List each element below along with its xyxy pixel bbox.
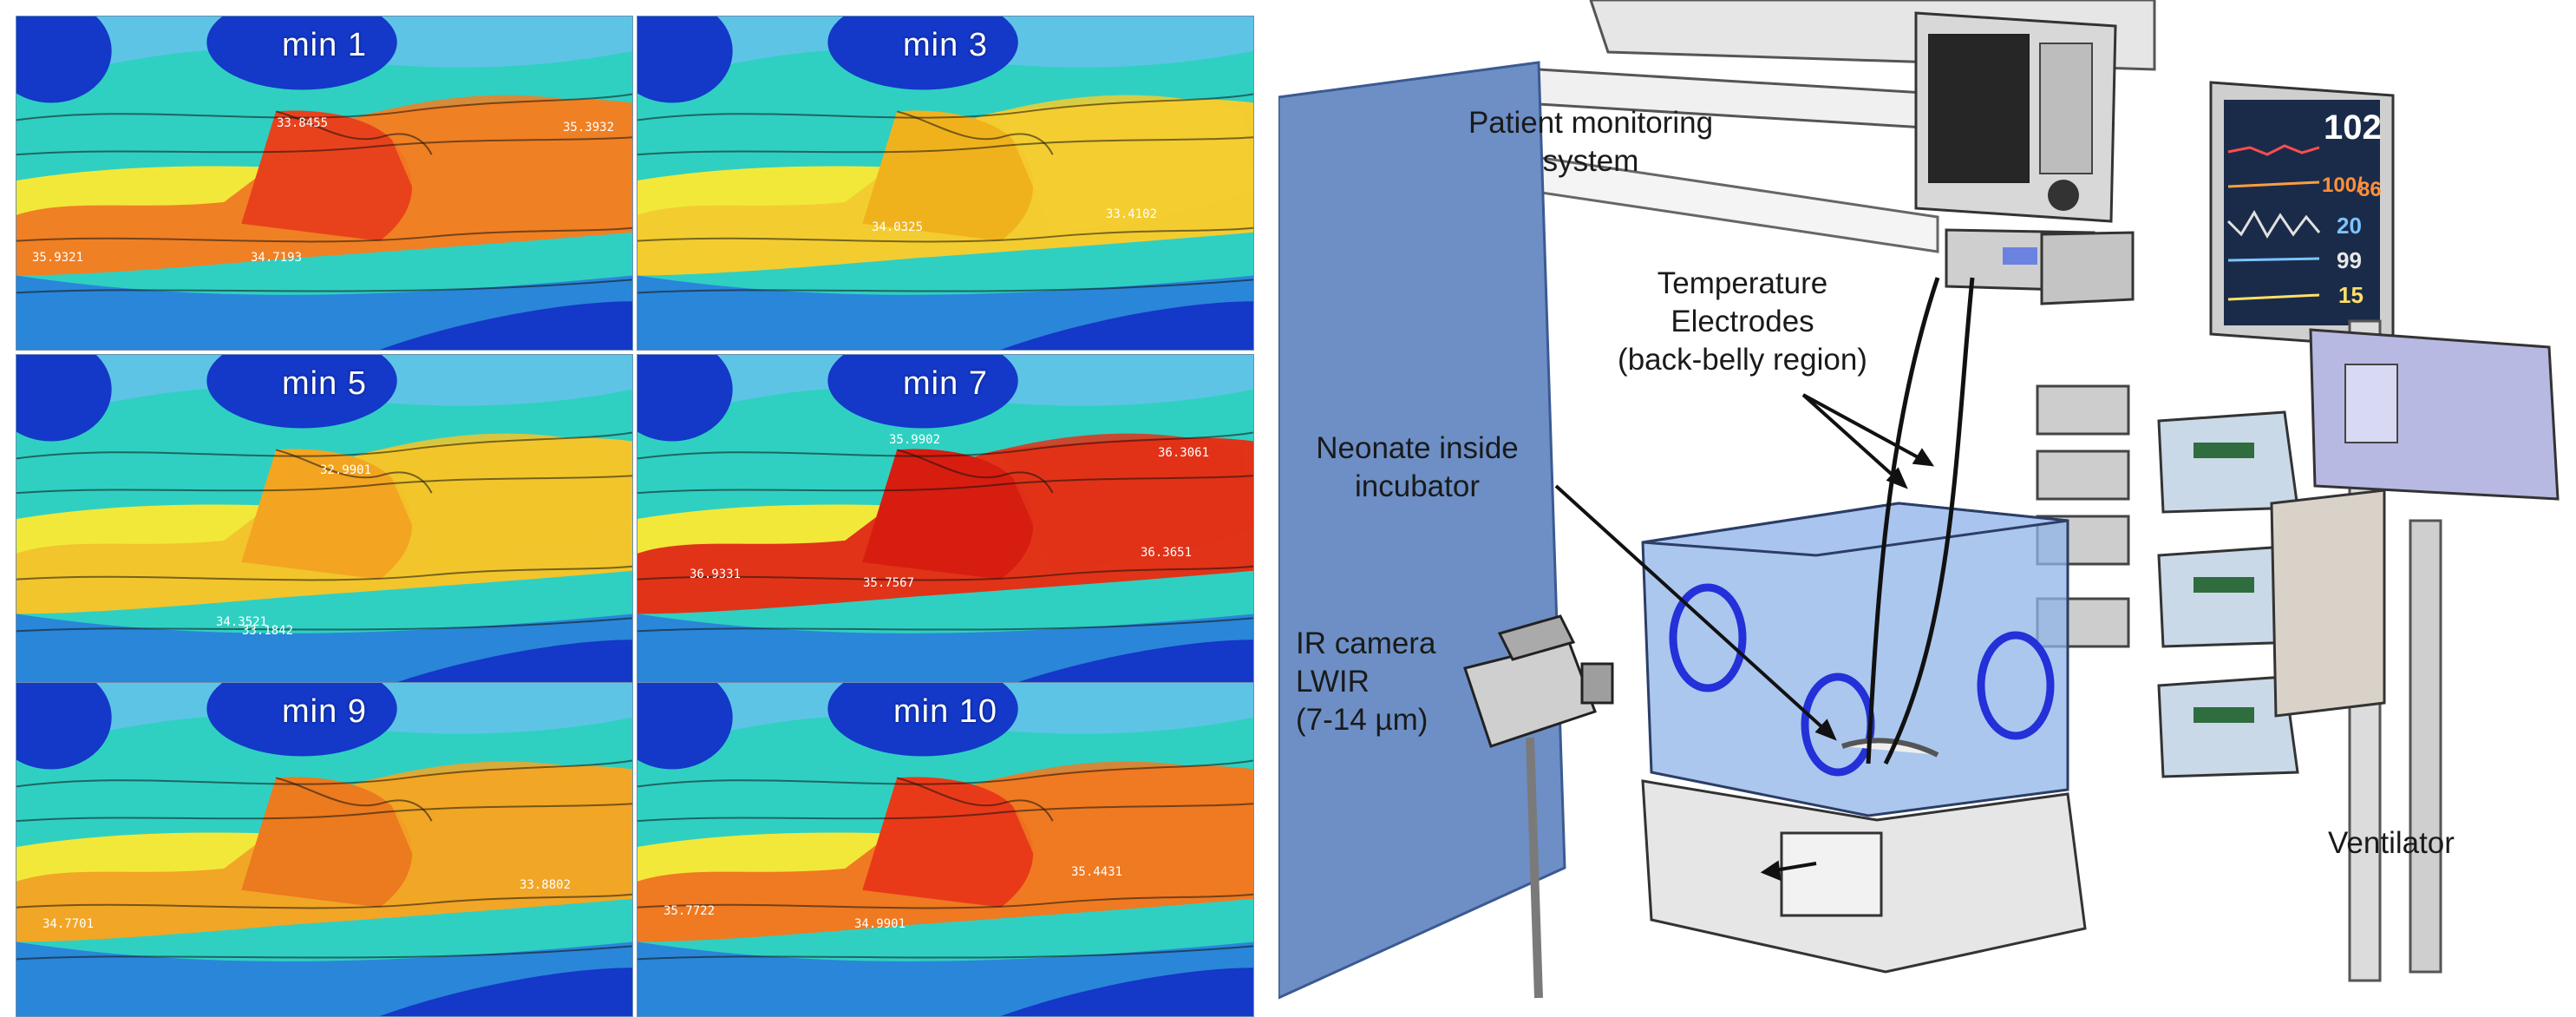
callout-electrodes-line-2: Electrodes xyxy=(1670,305,1814,338)
incubator-porthole-right xyxy=(1977,631,2055,740)
temperature-reading: 33.8455 xyxy=(277,116,329,130)
control-box xyxy=(2270,489,2386,718)
blood-pressure-reading-2: 86 xyxy=(2358,178,2382,201)
thermal-panel-title: min 7 xyxy=(903,365,988,402)
spo2-reading: 99 xyxy=(2337,247,2362,273)
base-arrow xyxy=(1760,860,1817,882)
callout-patient-monitoring: Patient monitoring system xyxy=(1435,104,1747,180)
incubator-control-panel xyxy=(1780,831,1883,917)
temperature-reading: 34.0325 xyxy=(872,220,924,234)
incubator xyxy=(1641,502,2069,817)
callout-electrodes-line-1: Temperature xyxy=(1657,266,1828,300)
backdrop-board xyxy=(1278,61,1566,1000)
callout-electrodes-line-3: (back-belly region) xyxy=(1618,343,1867,377)
temperature-reading: 35.9321 xyxy=(32,251,84,265)
thermal-panel-title: min 3 xyxy=(903,27,988,63)
callout-ventilator: Ventilator xyxy=(2328,826,2455,860)
thermal-panel: min 1 35.9321 34.7193 33.8455 35.3932 xyxy=(16,16,633,351)
callout-camera-line-1: IR camera xyxy=(1296,627,1436,660)
resp-rate-reading: 20 xyxy=(2337,213,2362,239)
temp-reading: 15 xyxy=(2338,282,2364,308)
incubator-porthole-left xyxy=(1669,583,1747,692)
temperature-reading: 36.3061 xyxy=(1158,446,1210,460)
temperature-reading: 36.3651 xyxy=(1141,546,1193,560)
callout-monitoring-line-1: Patient monitoring xyxy=(1468,106,1714,140)
nicu-setup-illustration: Patient monitoring system Temperature El… xyxy=(1278,0,2576,1000)
blood-pressure-reading: 100/ xyxy=(2322,174,2363,197)
patient-monitor-device xyxy=(1914,11,2135,305)
neonate-arrow xyxy=(1554,484,1837,741)
setup-drawing xyxy=(1278,0,2560,1000)
thermal-panel: min 9 34.7701 33.8802 xyxy=(16,682,633,1017)
infusion-pumps xyxy=(2157,410,2299,778)
ventilator-stand xyxy=(2409,519,2442,974)
callout-neonate-line-1: Neonate inside xyxy=(1316,431,1519,465)
temperature-reading: 34.7701 xyxy=(42,917,95,931)
temperature-reading: 34.7193 xyxy=(251,251,303,265)
temperature-reading: 34.9901 xyxy=(854,917,906,931)
heart-rate-reading: 102 xyxy=(2324,108,2382,147)
electrode-cable-1 xyxy=(1866,277,1940,764)
callout-temperature-electrodes: Temperature Electrodes (back-belly regio… xyxy=(1586,265,1899,379)
callout-neonate: Neonate inside incubator xyxy=(1283,430,1552,506)
callout-camera-line-3: (7-14 µm) xyxy=(1296,703,1429,737)
thermal-panel-title: min 9 xyxy=(282,693,367,730)
electrode-cable-2 xyxy=(1883,277,1975,765)
camera-tripod xyxy=(1526,737,1543,999)
temperature-reading: 35.3932 xyxy=(563,121,615,135)
temperature-reading: 34.3521 xyxy=(216,615,268,629)
temperature-reading: 35.4431 xyxy=(1071,865,1123,879)
callout-ir-camera: IR camera LWIR (7-14 µm) xyxy=(1296,625,1452,739)
temperature-reading: 36.9331 xyxy=(690,568,742,581)
thermal-panel-title: min 1 xyxy=(282,27,367,63)
callout-monitoring-line-2: system xyxy=(1542,144,1639,178)
thermal-panel: min 10 35.7722 34.9901 35.4431 xyxy=(637,682,1254,1017)
callout-camera-line-2: LWIR xyxy=(1296,665,1370,699)
temperature-reading: 33.1842 xyxy=(242,624,294,638)
thermal-panel: min 3 34.0325 33.4102 xyxy=(637,16,1254,351)
temperature-reading: 33.8802 xyxy=(520,878,572,892)
electrodes-arrows xyxy=(1801,393,1935,489)
temperature-reading: 33.4102 xyxy=(1106,207,1158,221)
thermal-panel: min 7 36.9331 35.7567 36.3651 36.3061 35.9902 xyxy=(637,354,1254,689)
temperature-reading: 35.9902 xyxy=(889,433,941,447)
temperature-reading: 35.7722 xyxy=(664,904,716,918)
vital-signs-monitor xyxy=(2209,81,2395,349)
thermal-panel-title: min 10 xyxy=(892,693,998,730)
temperature-reading: 32.9901 xyxy=(320,463,372,477)
callout-neonate-line-2: incubator xyxy=(1355,469,1480,503)
neonate xyxy=(1841,738,1939,758)
thermal-panel-title: min 5 xyxy=(282,365,367,402)
temperature-reading: 35.7567 xyxy=(863,576,915,590)
ir-camera xyxy=(1463,614,1614,999)
thermal-image-grid: min 1 35.9321 34.7193 33.8455 35.3932 min 3 34… xyxy=(0,0,1275,1017)
